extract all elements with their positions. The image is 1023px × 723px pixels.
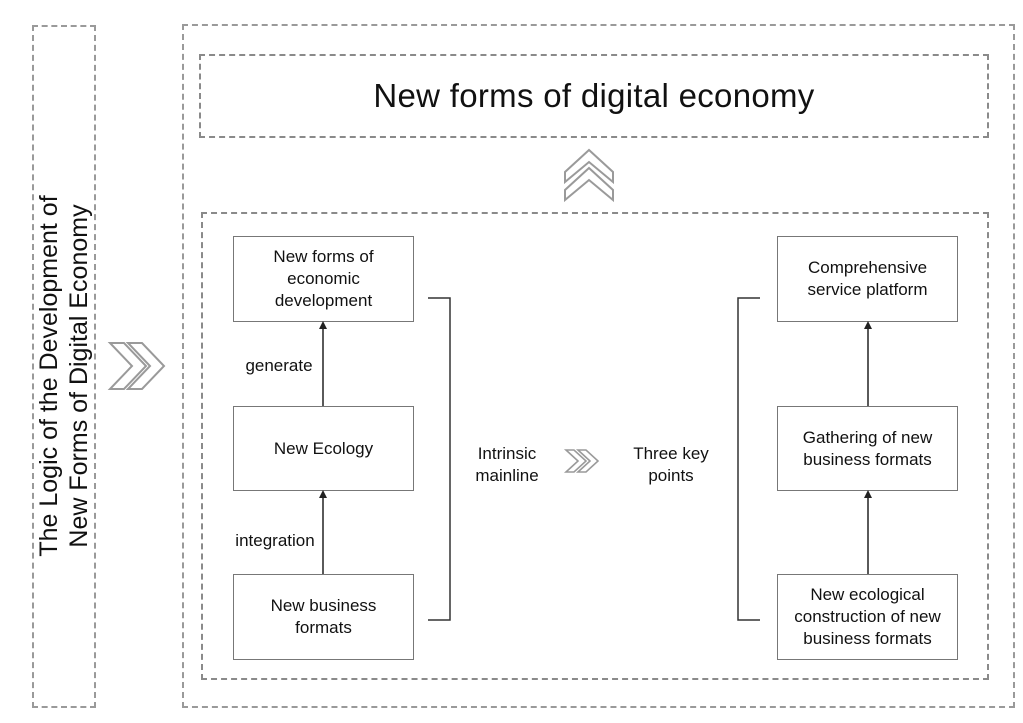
box-comprehensive-service-platform-label: Comprehensive service platform (807, 258, 928, 299)
box-new-ecological-construction-label: New ecological construction of new busin… (794, 585, 941, 648)
box-gathering-new-business-formats: Gathering of new business formats (777, 406, 958, 491)
box-new-ecology-label: New Ecology (273, 438, 374, 458)
box-new-forms-economic-development-label: New forms of economic development (273, 247, 374, 310)
arrow-label-integration: integration (235, 531, 315, 550)
box-new-ecological-construction: New ecological construction of new busin… (777, 574, 958, 660)
box-new-forms-economic-development: New forms of economic development (233, 236, 414, 322)
side-title: The Logic of the Development of New Form… (34, 96, 94, 656)
double-chevron-right-icon (107, 342, 166, 390)
box-new-ecology: New Ecology (233, 406, 414, 491)
page-title: New forms of digital economy (373, 77, 815, 114)
box-new-business-formats-label: New business formats (270, 596, 377, 637)
top-title-box (199, 54, 989, 138)
side-title-line-2: New Forms of Digital Economy (65, 204, 93, 548)
side-title-line-1: The Logic of the Development of (35, 195, 63, 557)
box-comprehensive-service-platform: Comprehensive service platform (777, 236, 958, 322)
box-gathering-new-business-formats-label: Gathering of new business formats (802, 427, 933, 469)
arrow-label-generate: generate (245, 356, 313, 375)
three-key-points-label: Three key points (633, 444, 709, 485)
main-frame (182, 24, 1015, 708)
intrinsic-mainline-label: Intrinsic mainline (475, 444, 539, 485)
box-new-business-formats: New business formats (233, 574, 414, 660)
side-title-panel (32, 25, 96, 708)
inner-frame (201, 212, 989, 680)
